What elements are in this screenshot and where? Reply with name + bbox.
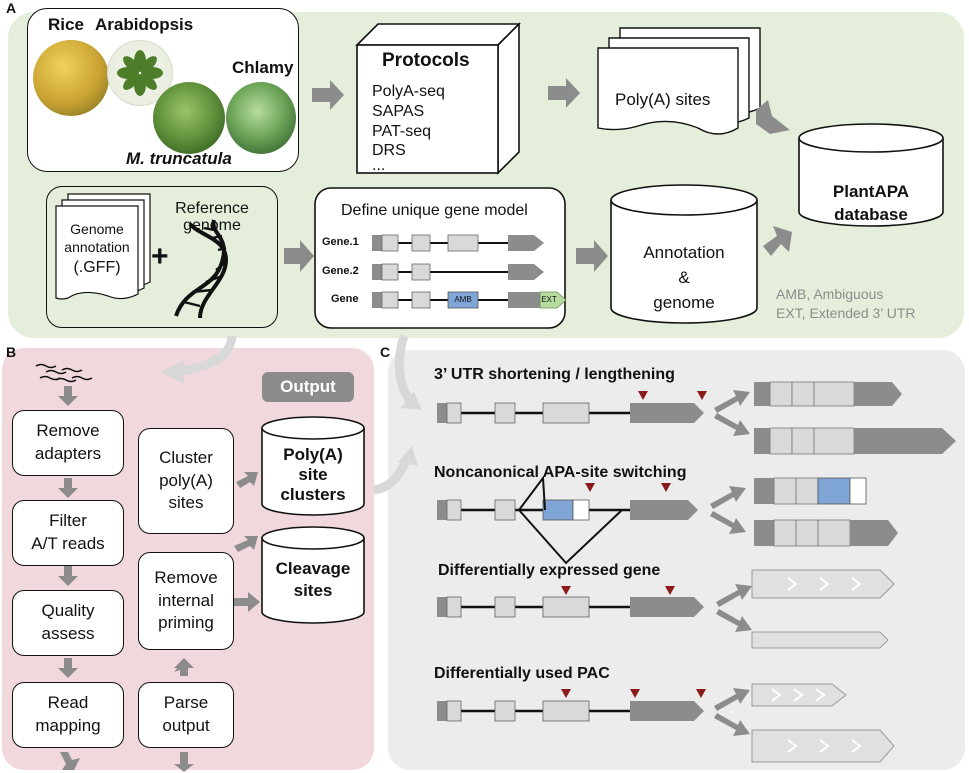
ext-tag: EXT bbox=[541, 295, 557, 304]
cleavage-sites-cylinder bbox=[261, 526, 365, 624]
arabidopsis-label: Arabidopsis bbox=[95, 15, 194, 34]
panel-c-arrows bbox=[710, 390, 752, 736]
panel-b-arrows bbox=[58, 386, 260, 772]
cleavage-sites-label: Cleavage bbox=[275, 559, 351, 578]
polya-clusters-cylinder bbox=[261, 416, 365, 516]
protocol-item: SAPAS bbox=[372, 103, 425, 120]
arrow-genemodel-to-annotation bbox=[576, 240, 608, 272]
protocol-item: PAT-seq bbox=[372, 123, 431, 140]
outcome-deg-low bbox=[751, 631, 889, 649]
gene-deg bbox=[436, 586, 704, 618]
genome-annotation-docs bbox=[55, 193, 151, 300]
rosette-icon bbox=[117, 50, 163, 96]
annotation-genome-label: Annotation bbox=[643, 243, 725, 262]
gene-pac bbox=[436, 689, 706, 722]
gene-model-structures bbox=[372, 234, 567, 309]
panel-a-label: A bbox=[6, 0, 17, 16]
medicago-label: M. truncatula bbox=[126, 149, 232, 168]
panel-a-arrows bbox=[284, 78, 792, 272]
outcome-pac-short bbox=[751, 683, 847, 707]
polya-clusters-label: Poly(A) bbox=[283, 445, 343, 464]
step-parse-output: Parse output bbox=[138, 682, 234, 748]
medicago-photo bbox=[153, 82, 225, 154]
plantapa-database-cylinder bbox=[798, 123, 944, 227]
panel-b-label: B bbox=[6, 344, 17, 360]
chlamy-photo bbox=[226, 82, 296, 154]
curved-arrow-a-to-b bbox=[177, 335, 237, 377]
app-title-utr: 3’ UTR shortening / lengthening bbox=[434, 366, 675, 383]
protocol-item: DRS bbox=[372, 142, 406, 159]
app-title-switching: Noncanonical APA-site switching bbox=[434, 464, 687, 481]
gene-utr bbox=[436, 391, 707, 424]
protocol-item: ... bbox=[372, 157, 386, 174]
plantapa-label: database bbox=[834, 205, 908, 224]
arrow-reference-to-genemodel bbox=[284, 240, 314, 272]
arrow-species-to-protocols bbox=[312, 80, 344, 110]
step-filter-at-reads: Filter A/T reads bbox=[12, 500, 124, 566]
output-badge: Output bbox=[262, 372, 354, 402]
rice-photo bbox=[33, 40, 109, 116]
outcome-switch-canonical bbox=[754, 519, 898, 547]
ext-region bbox=[539, 291, 567, 309]
gene-switching bbox=[436, 475, 698, 565]
step-cluster-polya-sites: Cluster poly(A) sites bbox=[138, 428, 234, 534]
protocol-item: PolyA-seq bbox=[372, 83, 445, 100]
genome-annotation-label: annotation bbox=[64, 239, 130, 255]
outcome-switch-amb bbox=[754, 477, 867, 505]
step-read-mapping: Read mapping bbox=[12, 682, 124, 748]
legend-amb: AMB, Ambiguous bbox=[776, 286, 884, 302]
protocols-cube bbox=[355, 22, 521, 175]
plantapa-label: PlantAPA bbox=[832, 182, 910, 201]
step-remove-adapters: Remove adapters bbox=[12, 410, 124, 476]
chlamy-label: Chlamy bbox=[232, 58, 294, 77]
reads-icon bbox=[35, 363, 93, 383]
rice-label: Rice bbox=[48, 15, 84, 34]
legend-ext: EXT, Extended 3’ UTR bbox=[776, 305, 916, 321]
step-quality-assess: Quality assess bbox=[12, 590, 124, 656]
outcome-utr-long bbox=[754, 427, 956, 455]
output-label: Output bbox=[280, 377, 336, 396]
annotation-genome-cylinder bbox=[610, 184, 758, 324]
curved-arrow-a-to-c bbox=[394, 334, 416, 406]
app-title-pac: Differentially used PAC bbox=[434, 665, 610, 682]
panel-c-label: C bbox=[380, 344, 391, 360]
genome-input-box bbox=[46, 186, 278, 328]
dna-icon bbox=[174, 219, 229, 319]
gene-row-label: Gene.1 bbox=[322, 236, 359, 248]
annotation-genome-label: & bbox=[678, 268, 690, 287]
polya-clusters-label: clusters bbox=[280, 485, 346, 504]
arrow-protocols-to-sites bbox=[548, 78, 580, 108]
polya-clusters-label: site bbox=[298, 465, 328, 484]
reference-genome-label: genome bbox=[183, 217, 241, 234]
arrow-sites-to-database bbox=[756, 100, 790, 134]
protocols-title: Protocols bbox=[382, 50, 470, 71]
arrow-annotation-to-database bbox=[763, 226, 792, 256]
outcome-deg-high bbox=[751, 569, 895, 599]
outcome-pac-long bbox=[751, 729, 895, 763]
polya-sites-docs bbox=[597, 27, 761, 135]
gene-row-label: Gene.2 bbox=[322, 265, 359, 277]
step-remove-internal-priming: Remove internal priming bbox=[138, 552, 234, 650]
amb-tag: AMB bbox=[454, 295, 472, 304]
genome-annotation-label: (.GFF) bbox=[73, 259, 121, 276]
plus-sign: + bbox=[151, 240, 169, 273]
annotation-genome-label: genome bbox=[653, 293, 715, 312]
gene-row-label: Gene bbox=[331, 293, 359, 305]
amb-region bbox=[447, 291, 479, 309]
cleavage-sites-label: sites bbox=[293, 581, 333, 600]
outcome-utr-short bbox=[754, 381, 902, 407]
app-title-deg: Differentially expressed gene bbox=[438, 562, 661, 579]
polya-sites-label: Poly(A) sites bbox=[615, 90, 711, 109]
reference-genome-label: Reference bbox=[175, 200, 249, 217]
genome-annotation-label: Genome bbox=[70, 221, 124, 237]
gene-model-title: Define unique gene model bbox=[341, 202, 528, 219]
